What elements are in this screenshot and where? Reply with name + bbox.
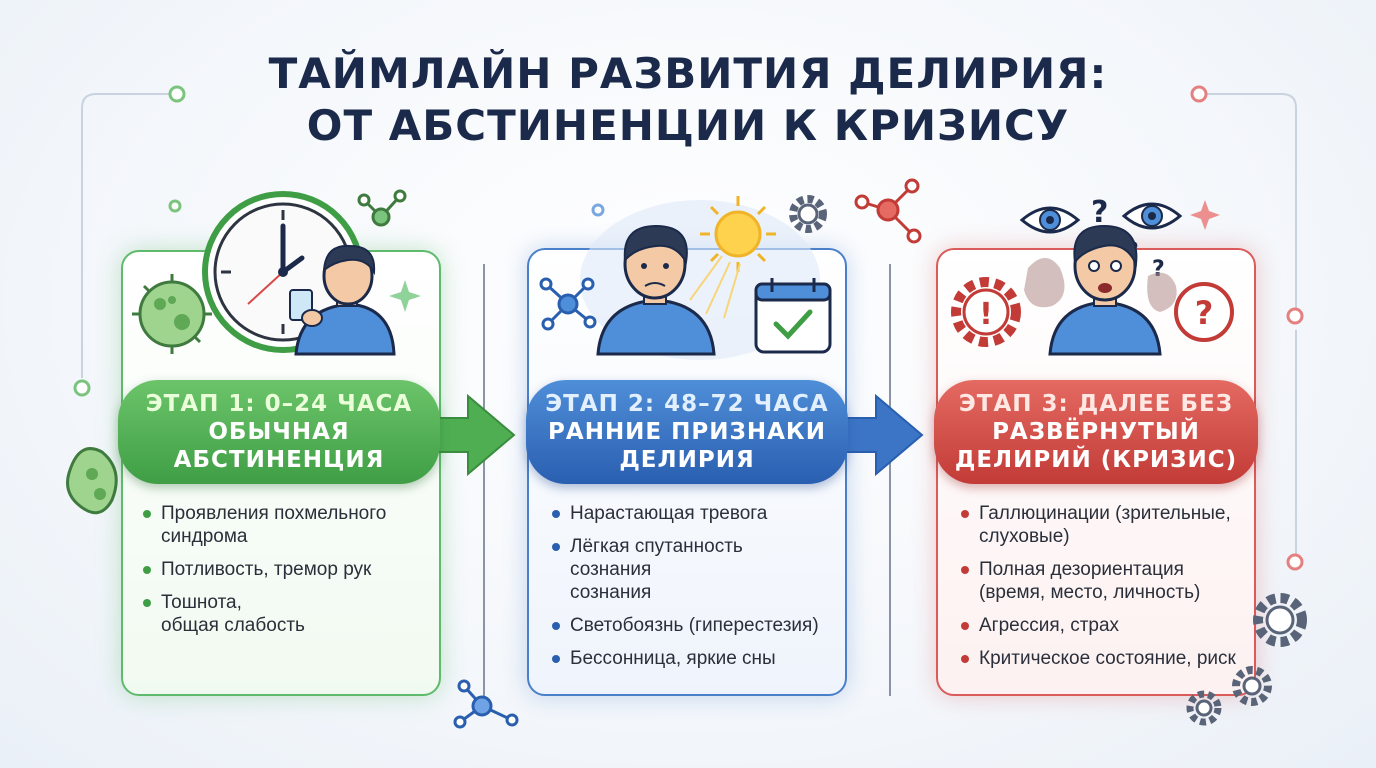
list-item: Агрессия, страх (957, 614, 1252, 637)
molecule-icon (453, 679, 519, 729)
list-item: Светобоязнь (гиперестезия) (548, 614, 843, 637)
arrow-stage2-to-3 (838, 393, 924, 477)
gear-icon (1186, 593, 1307, 726)
node-dot (73, 85, 186, 397)
stage3-name-line1: РАЗВЁРНУТЫЙ (992, 419, 1200, 445)
page-title-line2: ОТ АБСТИНЕНЦИИ К КРИЗИСУ (306, 101, 1070, 150)
sparkle-icon (1190, 200, 1220, 230)
stage3-name-line2: ДЕЛИРИЙ (КРИЗИС) (954, 447, 1238, 473)
person-distressed-icon (1048, 224, 1162, 356)
calendar-check-icon (754, 278, 832, 354)
gear-icon (789, 195, 827, 233)
stage2-header: ЭТАП 2: 48–72 ЧАСА РАННИЕ ПРИЗНАКИ ДЕЛИР… (526, 380, 848, 484)
stage3-header-time: ЭТАП 3: ДАЛЕЕ БЕЗ (958, 391, 1234, 417)
list-item: Нарастающая тревога (548, 502, 843, 525)
stage2-name-line1: РАННИЕ ПРИЗНАКИ (548, 419, 826, 445)
arrow-stage1-to-2 (430, 393, 516, 477)
molecule-icon (539, 277, 597, 331)
hallucination-shapes (1024, 258, 1177, 312)
person-worried-icon (596, 224, 716, 356)
list-item: Галлюцинации (зрительные, слуховые) (957, 502, 1252, 548)
stage1-name-line1: ОБЫЧНАЯ (208, 419, 350, 445)
stage1-symptom-list: Проявления похмельного синдрома Потливос… (139, 502, 434, 647)
stage3-symptom-list: Галлюцинации (зрительные, слуховые) Полн… (957, 502, 1252, 680)
stage1-header-time: ЭТАП 1: 0–24 ЧАСА (145, 391, 413, 417)
stage2-symptom-list: Нарастающая тревога Лёгкая спутанность с… (548, 502, 843, 680)
stage2-name-line2: ДЕЛИРИЯ (619, 447, 755, 473)
stage2-header-time: ЭТАП 2: 48–72 ЧАСА (545, 391, 829, 417)
svg-text:?: ? (1195, 294, 1214, 332)
bacteria-icon (66, 274, 212, 515)
person-drinking-water-icon (289, 244, 396, 356)
list-item: Бессонница, яркие сны (548, 647, 843, 670)
warning-gear-icon: ! (951, 277, 1021, 347)
svg-text:?: ? (1091, 195, 1108, 230)
stage1-name-line2: АБСТИНЕНЦИЯ (173, 447, 385, 473)
list-item: Потливость, тремор рук (139, 558, 434, 581)
list-item: Тошнота, общая слабость (139, 591, 434, 637)
sparkle-icon (389, 280, 421, 312)
question-circle-icon: ? (1174, 282, 1234, 342)
molecule-icon (357, 189, 407, 227)
list-item: Критическое состояние, риск (957, 647, 1252, 670)
list-item: Полная дезориентация (время, место, личн… (957, 558, 1252, 604)
stage1-header: ЭТАП 1: 0–24 ЧАСА ОБЫЧНАЯ АБСТИНЕНЦИЯ (118, 380, 440, 484)
stage3-header: ЭТАП 3: ДАЛЕЕ БЕЗ РАЗВЁРНУТЫЙ ДЕЛИРИЙ (К… (934, 380, 1258, 484)
list-item: Проявления похмельного синдрома (139, 502, 434, 548)
sun-icon (689, 196, 776, 319)
molecule-icon (854, 178, 922, 244)
page-title-line1: ТАЙМЛАЙН РАЗВИТИЯ ДЕЛИРИЯ: (268, 49, 1108, 98)
list-item: Лёгкая спутанность сознания сознания (548, 535, 843, 604)
eye-icon (1019, 202, 1183, 234)
svg-text:!: ! (979, 297, 993, 332)
